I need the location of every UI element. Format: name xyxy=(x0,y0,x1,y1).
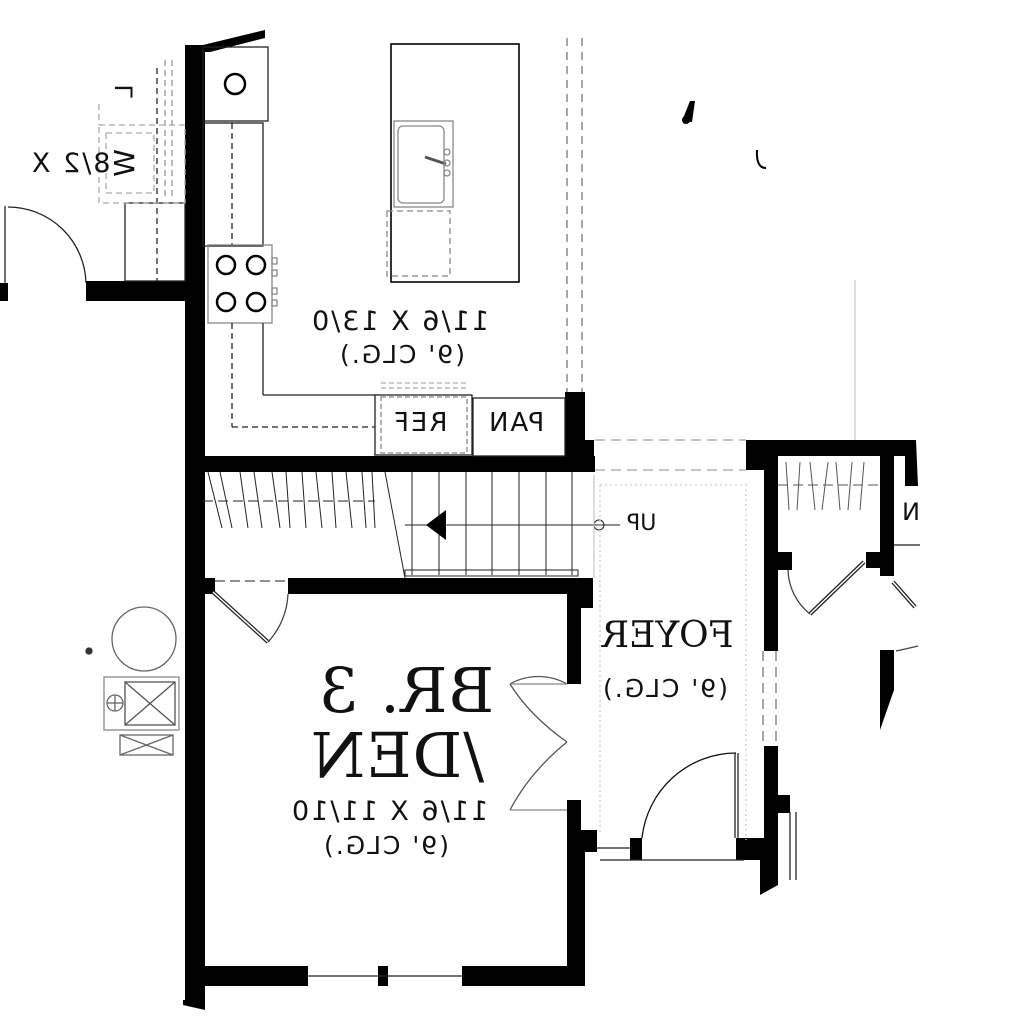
washer-label: W xyxy=(107,149,141,179)
dryer-label: L xyxy=(110,84,139,100)
bedroom-name-line2: /DEN xyxy=(310,719,485,792)
pantry-label: PAN xyxy=(487,408,545,438)
stair-up-label: UP xyxy=(627,511,657,536)
refrigerator-label: REF xyxy=(392,408,448,438)
closet-partial-label: N xyxy=(900,498,920,526)
foyer-name: FOYER xyxy=(602,615,734,656)
kitchen-ceiling: (9' CLG.) xyxy=(338,340,465,369)
bedroom-dimensions: 11/6 X 11/10 xyxy=(290,796,489,827)
water-heater-icon xyxy=(111,606,177,672)
kitchen-dimensions: 11/6 X 13/0 xyxy=(310,306,489,337)
fixtures xyxy=(4,38,920,977)
walls xyxy=(0,30,918,1010)
arrow-left-icon xyxy=(426,510,446,540)
foyer-ceiling: (9' CLG.) xyxy=(601,674,728,703)
furnace-icon xyxy=(103,676,180,731)
bedroom-ceiling: (9' CLG.) xyxy=(322,831,449,860)
bedroom-name: BR. 3 xyxy=(318,654,495,727)
laundry-dimensions: 8/2 X xyxy=(30,148,111,179)
